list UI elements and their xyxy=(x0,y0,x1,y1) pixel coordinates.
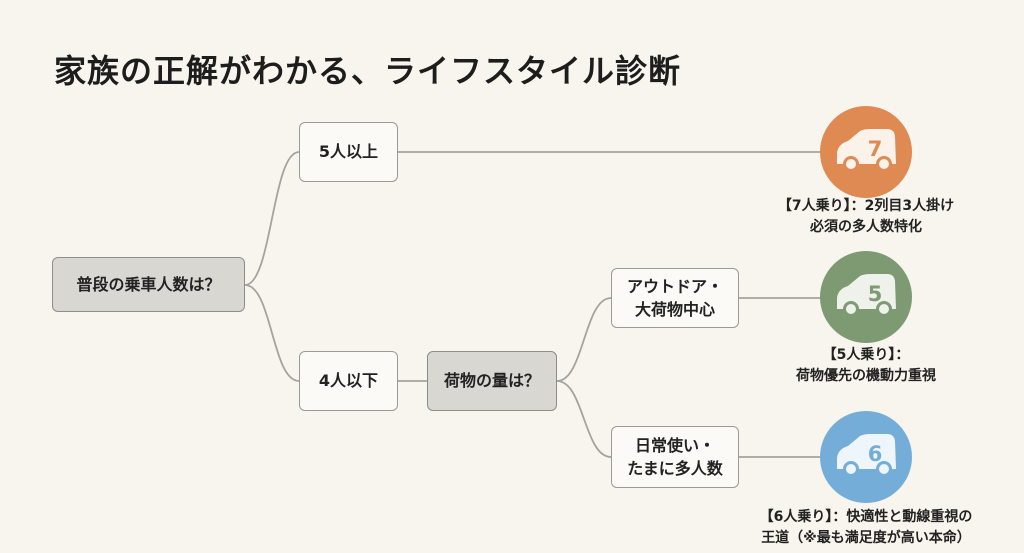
result-six-line2: 王道（※最も満足度が高い本命） xyxy=(761,530,971,546)
answer-four-or-less-label: 4人以下 xyxy=(318,371,379,391)
connector-luggage-to-outdoor xyxy=(556,297,612,382)
result-seven-line1: 【7人乗り】：2列目3人掛け xyxy=(777,198,955,214)
result-five-number: 5 xyxy=(868,282,883,306)
result-seven-line2: 必須の多人数特化 xyxy=(810,219,922,235)
result-six-caption: 【6人乗り】：快適性と動線重視の 王道（※最も満足度が高い本命） xyxy=(736,507,996,549)
answer-four-or-less: 4人以下 xyxy=(299,351,398,411)
question-luggage: 荷物の量は？ xyxy=(427,351,557,411)
connector-luggage-to-daily xyxy=(556,380,612,458)
answer-outdoor-label: アウトドア・ 大荷物中心 xyxy=(626,276,723,319)
question-passengers-label: 普段の乗車人数は？ xyxy=(76,274,221,294)
result-seven-badge: 7 xyxy=(820,106,912,198)
result-five-line1: 【5人乗り】： xyxy=(822,347,910,363)
result-five-badge: 5 xyxy=(820,251,912,343)
car-icon: 5 xyxy=(837,274,896,317)
question-passengers: 普段の乗車人数は？ xyxy=(52,257,245,312)
result-five-caption: 【5人乗り】： 荷物優先の機動力重視 xyxy=(746,345,986,387)
result-six-number: 6 xyxy=(868,442,883,466)
connector-root-to-five-or-more xyxy=(244,151,300,286)
result-seven-caption: 【7人乗り】：2列目3人掛け 必須の多人数特化 xyxy=(746,196,986,238)
answer-daily-label: 日常使い・ たまに多人数 xyxy=(627,435,723,478)
answer-five-or-more: 5人以上 xyxy=(299,122,398,182)
question-luggage-label: 荷物の量は？ xyxy=(443,371,540,391)
result-six-line1: 【6人乗り】：快適性と動線重視の xyxy=(759,509,973,525)
car-icon: 6 xyxy=(837,434,896,477)
result-seven-number: 7 xyxy=(868,137,883,161)
result-six-badge: 6 xyxy=(820,411,912,503)
answer-five-or-more-label: 5人以上 xyxy=(318,142,379,162)
page-title: 家族の正解がわかる、ライフスタイル診断 xyxy=(54,52,682,90)
car-icon: 7 xyxy=(837,129,896,172)
connector-root-to-four-or-less xyxy=(244,284,300,382)
answer-outdoor: アウトドア・ 大荷物中心 xyxy=(611,268,739,328)
answer-daily: 日常使い・ たまに多人数 xyxy=(611,426,739,488)
result-five-line2: 荷物優先の機動力重視 xyxy=(796,368,936,384)
